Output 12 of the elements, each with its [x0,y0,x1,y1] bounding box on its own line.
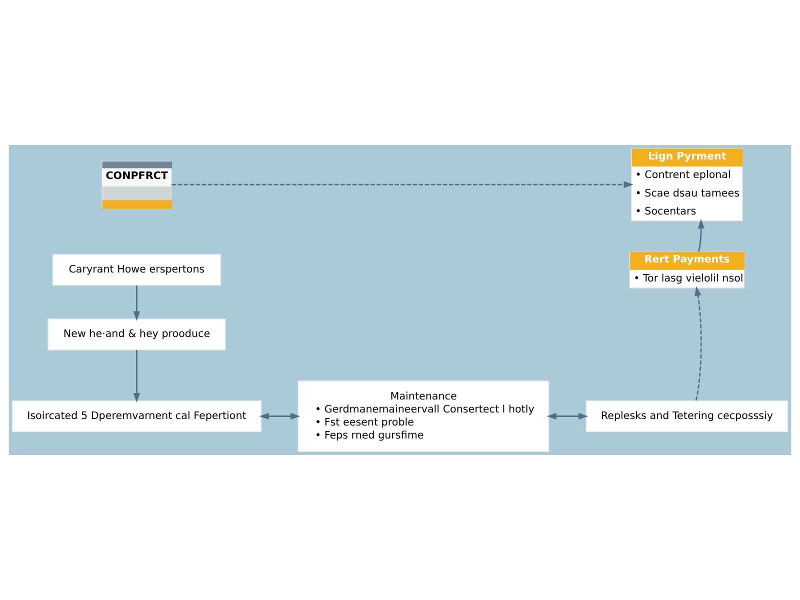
arrow [133,350,140,403]
node-box: New he·and & hey prooduce [48,318,226,350]
node-box: Isoircated 5 Dperemvarnent cal Fepertiont [12,400,262,432]
arrow [698,218,705,252]
node-box: Maintenance • Gerdmanemaineervall Consertect l hotly • Fst eesent proble • Feps rned gursfime [298,380,550,452]
arrow [546,412,588,420]
arrow [259,412,300,420]
node-box: Replesks and Tetering cecposssiy [586,400,788,432]
arrow [133,286,140,321]
arrow [172,181,634,188]
node-box: Caryrant Howe erspertons [52,254,222,286]
arrow [694,286,702,401]
